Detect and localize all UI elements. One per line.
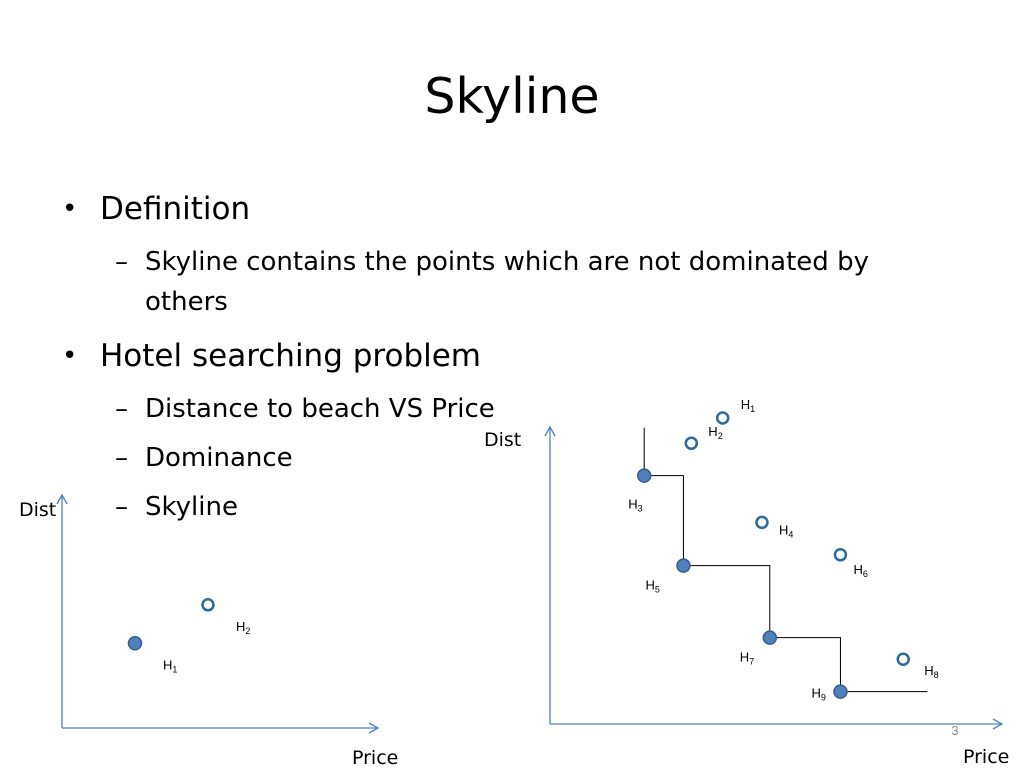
point-h1-small: [127, 636, 143, 651]
point-h9-large: [833, 684, 848, 699]
point-label-h4-large: H4: [779, 522, 793, 539]
y-axis-label-large: Dist: [484, 429, 521, 451]
x-axis-label-small: Price: [352, 747, 398, 768]
chart-small: Dist Price H1 H2: [19, 493, 398, 768]
sub-bullet-distance-vs-price: Distance to beach VS Price: [115, 389, 935, 429]
slide-title: Skyline: [424, 68, 600, 125]
point-label-h8-large: H8: [924, 663, 938, 680]
point-h1-large: [715, 411, 730, 425]
point-label-h6-large: H6: [853, 562, 867, 579]
point-label-h5-large: H5: [645, 578, 659, 595]
sub-bullet-skyline-definition: Skyline contains the points which are no…: [115, 242, 935, 322]
x-axis-label-large: Price: [963, 746, 1009, 768]
sub-bullet-dominance: Dominance: [115, 438, 935, 478]
point-h3-large: [636, 468, 652, 483]
points-small: H1 H2: [127, 598, 250, 674]
point-label-h9-large: H9: [811, 686, 825, 703]
y-axis-label-small: Dist: [19, 499, 56, 521]
sub-bullet-skyline: Skyline: [115, 487, 935, 527]
point-label-h1-large: H1: [741, 397, 755, 414]
point-h6-large: [833, 548, 848, 562]
point-label-h3-large: H3: [628, 497, 642, 514]
point-h7-large: [762, 630, 778, 645]
bullet-hotel-searching: Hotel searching problem: [62, 336, 481, 376]
bullet-definition: Definition: [62, 189, 250, 229]
point-label-h1-small: H1: [163, 657, 177, 674]
slide-number: 3: [951, 723, 959, 738]
point-h8-large: [896, 652, 910, 666]
skyline-staircase: [643, 427, 928, 693]
point-label-h2-small: H2: [236, 619, 250, 636]
point-label-h7-large: H7: [740, 650, 754, 667]
point-h2-large: [684, 436, 699, 450]
point-h5-large: [676, 558, 691, 573]
point-label-h2-large: H2: [708, 424, 722, 441]
point-h4-large: [755, 515, 769, 530]
point-h2-small: [201, 598, 215, 612]
